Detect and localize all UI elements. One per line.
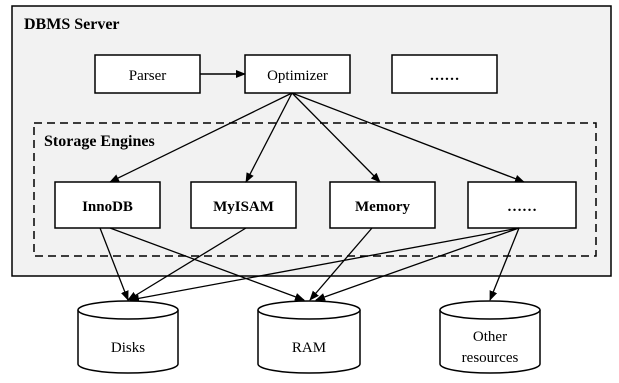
storage-engines-title: Storage Engines (44, 133, 155, 150)
optimizer-label: Optimizer (267, 68, 328, 84)
arrow-innodb-to-ram (109, 227, 305, 301)
arrow-memory-to-ram (309, 227, 373, 301)
myisam-label: MyISAM (213, 199, 274, 215)
myisam-box (190, 181, 297, 229)
innodb-label: InnoDB (82, 199, 133, 215)
memory-box (329, 181, 436, 229)
other-engines-box (467, 181, 577, 229)
arrow-other-engines-to-other-resources (489, 227, 520, 301)
disks-cylinder (77, 300, 179, 374)
arrow-optimizer-to-myisam (245, 92, 293, 183)
arrow-innodb-to-disks (99, 227, 129, 301)
arrow-optimizer-to-memory (291, 92, 381, 183)
memory-label: Memory (355, 199, 410, 215)
dbms-server-title: DBMS Server (24, 16, 120, 33)
arrow-myisam-to-disks (127, 227, 247, 301)
arrow-optimizer-to-innodb (109, 92, 293, 183)
innodb-box (54, 181, 161, 229)
ram-label: RAM (292, 340, 326, 356)
other-engines-label: …… (507, 199, 537, 215)
other-resources-label-line1: Other (473, 329, 507, 345)
arrow-other-engines-to-disks (129, 227, 520, 303)
arrow-other-engines-to-ram (315, 227, 520, 301)
disks-label: Disks (111, 340, 145, 356)
parser-label: Parser (129, 68, 167, 84)
other-resources-cylinder (439, 300, 541, 374)
ram-cylinder (257, 300, 361, 374)
storage-engines-container (33, 122, 597, 257)
parser-box (94, 54, 201, 94)
optimizer-box (244, 54, 351, 94)
more-modules-box (391, 54, 498, 94)
other-resources-label-line2: resources (462, 350, 519, 366)
arrow-optimizer-to-other-engines (291, 92, 525, 183)
more-modules-label: …… (430, 68, 460, 84)
